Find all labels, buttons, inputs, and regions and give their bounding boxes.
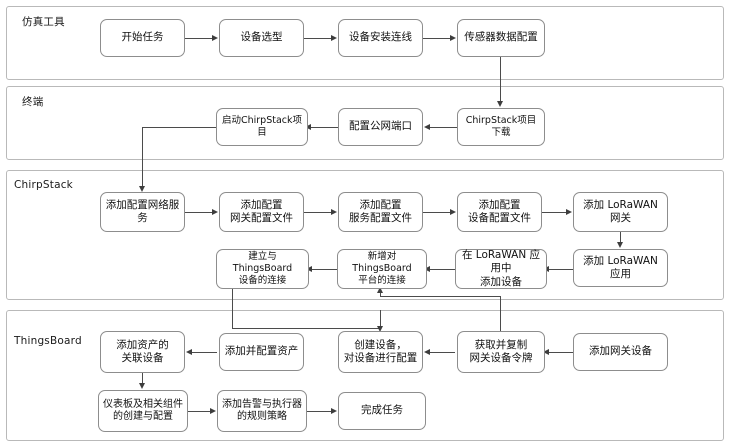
node-public-network-port[interactable]: 配置公网端口 [338, 108, 423, 146]
edge-lorawangw-to-app [620, 232, 622, 243]
edge-relateddev-to-dash-arrowhead [139, 383, 145, 389]
edge-gwdev-to-token-arrowhead [543, 349, 549, 355]
node-start-task[interactable]: 开始任务 [100, 19, 185, 57]
edge-token-to-tbconn-v2 [380, 291, 382, 297]
edge-svccfg-to-devcfg-arrowhead [450, 208, 456, 215]
node-add-lorawan-application[interactable]: 添加 LoRaWAN 应用 [573, 249, 668, 287]
edge-sensor-to-download [500, 57, 502, 102]
node-get-copy-gateway-token[interactable]: 获取并复制 网关设备令牌 [457, 331, 545, 373]
edge-devcfg-to-lorawangw [542, 211, 567, 213]
edge-download-to-port-arrowhead [424, 123, 430, 130]
node-add-lorawan-gateway[interactable]: 添加 LoRaWAN 网关 [573, 192, 668, 232]
edge-gwcfg-to-svccfg [304, 211, 332, 213]
edge-start-to-netservice-v [142, 126, 144, 187]
edge-tbconn-to-devconn [311, 268, 337, 270]
edge-token-to-tbconn-h [380, 296, 501, 298]
edge-alarm-to-finish [307, 411, 332, 413]
edge-createdev-to-asset-arrowhead [424, 349, 430, 355]
edge-app-to-devinapp [548, 268, 573, 270]
node-add-gateway-config-file[interactable]: 添加配置 网关配置文件 [219, 192, 304, 232]
edge-net-to-gwcfg-arrowhead [212, 208, 218, 215]
edge-download-to-port [429, 126, 457, 128]
node-chirpstack-download[interactable]: ChirpStack项目下载 [457, 108, 545, 146]
swimlane-terminal [6, 86, 724, 160]
node-create-and-configure-device[interactable]: 创建设备， 对设备进行配置 [338, 331, 423, 373]
node-new-thingsboard-platform-connection[interactable]: 新增对ThingsBoard 平台的连接 [337, 249, 427, 289]
node-device-installation[interactable]: 设备安装连线 [338, 19, 423, 57]
edge-createdev-to-asset [429, 352, 455, 354]
node-add-configure-asset[interactable]: 添加并配置资产 [219, 333, 304, 371]
swimlane-label-terminal: 终端 [22, 96, 44, 108]
edge-dash-to-alarm-arrowhead [210, 408, 216, 414]
edge-lorawangw-to-app-arrowhead [617, 242, 623, 248]
edge-devcfg-to-lorawangw-arrowhead [566, 208, 572, 215]
edge-start-to-select-arrowhead [212, 34, 218, 41]
edge-port-to-start-arrowhead [305, 123, 311, 130]
swimlane-simulation [6, 6, 724, 80]
node-start-chirpstack-project[interactable]: 启动ChirpStack项目 [216, 108, 308, 146]
swimlane-label-thingsboard: ThingsBoard [14, 335, 82, 347]
node-add-asset-related-device[interactable]: 添加资产的 关联设备 [100, 331, 185, 373]
edge-devinapp-to-tbconn-arrowhead [424, 265, 430, 272]
node-device-selection[interactable]: 设备选型 [219, 19, 304, 57]
edge-relateddev-to-dash [142, 373, 144, 384]
edge-devconn-to-createdev-v1 [232, 289, 234, 329]
edge-net-to-gwcfg [185, 211, 213, 213]
edge-gwdev-to-token [548, 352, 573, 354]
swimlane-chirpstack [6, 170, 724, 300]
edge-select-to-install-arrowhead [331, 34, 337, 41]
edge-sensor-to-download-arrowhead [497, 101, 503, 107]
edge-select-to-install [304, 37, 332, 39]
edge-asset-to-relateddev [191, 352, 217, 354]
edge-token-to-tbconn-v1 [500, 296, 502, 331]
edge-port-to-start [310, 126, 338, 128]
edge-start-to-select [185, 37, 213, 39]
node-build-thingsboard-device-connection[interactable]: 建立与ThingsBoard 设备的连接 [216, 249, 309, 289]
swimlane-thingsboard [6, 310, 724, 441]
edge-install-to-sensor-arrowhead [450, 34, 456, 41]
node-dashboard-create-configure[interactable]: 仪表板及相关组件 的创建与配置 [98, 390, 188, 432]
node-add-device-config-file[interactable]: 添加配置 设备配置文件 [457, 192, 542, 232]
edge-gwcfg-to-svccfg-arrowhead [331, 208, 337, 215]
node-add-alarm-actuator-rule[interactable]: 添加告警与执行器 的规则策略 [217, 390, 307, 432]
node-finish-task[interactable]: 完成任务 [338, 392, 426, 430]
edge-svccfg-to-devcfg [423, 211, 451, 213]
node-add-device-in-lorawan-app[interactable]: 在 LoRaWAN 应用中 添加设备 [455, 249, 547, 289]
swimlane-label-chirpstack: ChirpStack [14, 179, 73, 191]
edge-devinapp-to-tbconn [429, 268, 455, 270]
edge-tbconn-to-devconn-arrowhead [306, 265, 312, 272]
edge-alarm-to-finish-arrowhead [331, 408, 337, 414]
edge-start-to-netservice-h [142, 126, 216, 128]
node-add-network-service[interactable]: 添加配置网络服务 [100, 192, 185, 232]
edge-devconn-to-createdev-h [232, 328, 381, 330]
edge-dash-to-alarm [188, 411, 211, 413]
edge-install-to-sensor [423, 37, 451, 39]
swimlane-label-simulation: 仿真工具 [22, 16, 65, 28]
edge-start-to-netservice-arrowhead [139, 186, 145, 192]
edge-devconn-to-createdev-v2 [380, 310, 382, 329]
edge-devconn-to-createdev-arrowhead [377, 326, 383, 332]
node-add-service-config-file[interactable]: 添加配置 服务配置文件 [338, 192, 423, 232]
edge-asset-to-relateddev-arrowhead [186, 349, 192, 355]
node-add-gateway-device[interactable]: 添加网关设备 [573, 333, 668, 371]
node-sensor-data-config[interactable]: 传感器数据配置 [457, 19, 545, 57]
edge-token-to-tbconn-arrowhead [377, 287, 383, 293]
